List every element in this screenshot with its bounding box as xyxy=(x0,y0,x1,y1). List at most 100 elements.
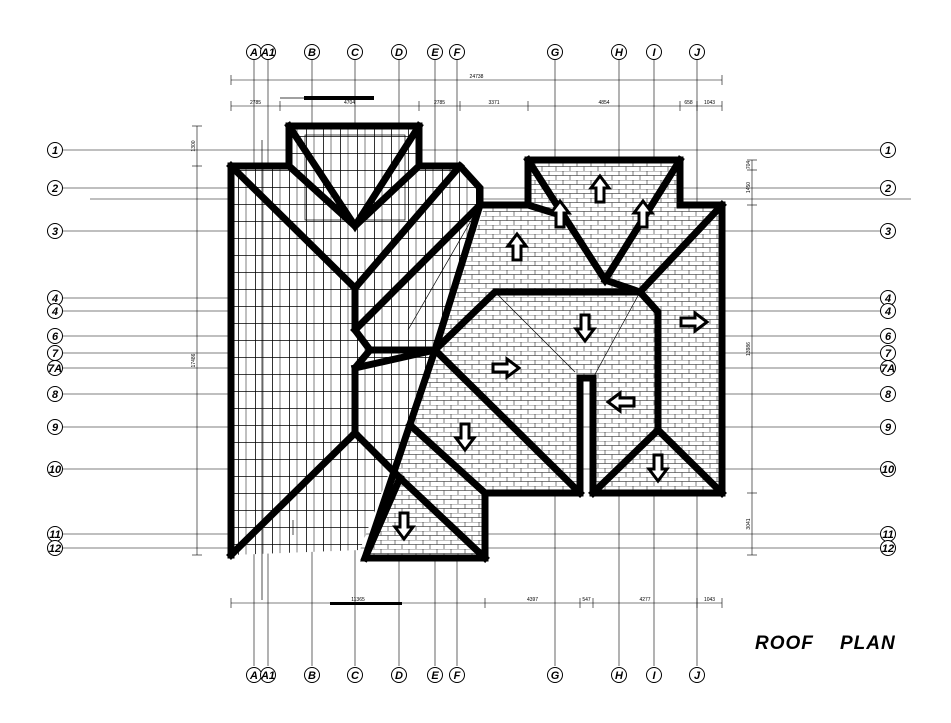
grid-bubble-col-I-top: I xyxy=(646,44,662,60)
grid-label: J xyxy=(694,47,701,59)
dimension-label: 4704 xyxy=(344,100,355,106)
grid-bubble-row-4-right: 4 xyxy=(880,303,896,319)
slope-arrow-down xyxy=(646,453,670,484)
grid-bubble-row-12-right: 12 xyxy=(880,540,896,556)
slope-arrow-right xyxy=(491,356,522,380)
grid-bubble-row-7-left: 7 xyxy=(47,345,63,361)
grid-bubble-row-8-right: 8 xyxy=(880,386,896,402)
grid-label: A xyxy=(249,670,258,682)
grid-label: I xyxy=(652,670,656,682)
grid-label: 11 xyxy=(49,529,60,541)
grid-bubble-col-J-top: J xyxy=(689,44,705,60)
dimension-label: 2785 xyxy=(250,100,261,106)
grid-label: 2 xyxy=(51,183,58,195)
grid-label: F xyxy=(454,670,461,682)
grid-bubble-col-C-bottom: C xyxy=(347,667,363,683)
grid-bubble-row-3-right: 3 xyxy=(880,223,896,239)
grid-label: 3 xyxy=(52,226,58,238)
thin-roof-lines xyxy=(261,134,641,600)
slope-arrow-up xyxy=(505,231,529,262)
grid-bubble-row-11-left: 11 xyxy=(47,526,63,542)
grid-bubble-row-8-left: 8 xyxy=(47,386,63,402)
grid-bubble-col-G-bottom: G xyxy=(547,667,563,683)
grid-bubble-row-1-left: 1 xyxy=(47,142,63,158)
dimension-label: 1043 xyxy=(704,100,715,106)
grid-bubble-col-I-bottom: I xyxy=(646,667,662,683)
grid-label: B xyxy=(308,47,316,59)
dimension-label: 1300 xyxy=(191,140,197,151)
dimension-label: 4854 xyxy=(598,100,609,106)
grid-bubble-col-J-bottom: J xyxy=(689,667,705,683)
grid-bubble-row-9-right: 9 xyxy=(880,419,896,435)
grid-label: 8 xyxy=(52,389,59,401)
grid-bubble-col-B-top: B xyxy=(304,44,320,60)
grid-label: E xyxy=(431,670,439,682)
dimension-label: 17486 xyxy=(191,353,197,367)
grid-label: 4 xyxy=(884,293,891,305)
grid-label: 1 xyxy=(885,145,891,157)
title-roof-word: ROOF xyxy=(755,633,814,654)
grid-bubble-row-3-left: 3 xyxy=(47,223,63,239)
dimension-label: 547 xyxy=(582,597,591,603)
grid-label: 7 xyxy=(52,348,59,360)
grid-label: D xyxy=(395,670,403,682)
grid-label: 4 xyxy=(884,306,891,318)
dimension-label: 1043 xyxy=(704,597,715,603)
grid-bubble-row-7A-left: 7A xyxy=(47,360,63,376)
grid-label: 4 xyxy=(51,293,58,305)
grid-bubble-row-12-left: 12 xyxy=(47,540,63,556)
grid-bubble-col-B-bottom: B xyxy=(304,667,320,683)
grid-label: 9 xyxy=(52,422,59,434)
roof-outline xyxy=(226,121,727,563)
title-plan-word: PLAN xyxy=(840,633,896,654)
scale-bar-top xyxy=(280,96,374,100)
grid-label: 10 xyxy=(882,464,895,476)
grid-label: 8 xyxy=(885,389,892,401)
grid-bubble-row-2-right: 2 xyxy=(880,180,896,196)
grid-bubble-row-9-left: 9 xyxy=(47,419,63,435)
grid-bubble-col-A-top: A xyxy=(246,44,262,60)
grid-label: I xyxy=(652,47,656,59)
grid-bubble-col-E-top: E xyxy=(427,44,443,60)
grid-label: 7A xyxy=(48,363,62,375)
slope-arrow-down xyxy=(453,422,477,453)
grid-bubble-col-H-bottom: H xyxy=(611,667,627,683)
grid-label: D xyxy=(395,47,403,59)
grid-label: H xyxy=(615,47,624,59)
grid-label: E xyxy=(431,47,439,59)
grid-label: A xyxy=(249,47,258,59)
grid-label: G xyxy=(551,670,560,682)
grid-bubble-col-A1-bottom: A1 xyxy=(260,667,276,683)
dimension-label: 3041 xyxy=(746,518,752,529)
slope-arrows xyxy=(392,173,710,542)
dimension-label: 1450 xyxy=(746,182,752,193)
dimension-label: 704 xyxy=(746,161,752,170)
grid-label: 12 xyxy=(882,543,894,555)
grid-label: J xyxy=(694,670,701,682)
grid-bubble-row-11-right: 11 xyxy=(880,526,896,542)
grid-label: 10 xyxy=(49,464,62,476)
grid-bubble-col-A1-top: A1 xyxy=(260,44,276,60)
grid-label: 3 xyxy=(885,226,891,238)
dimension-label: 11365 xyxy=(351,597,365,603)
grid-label: 6 xyxy=(52,331,59,343)
grid-bubble-row-1-right: 1 xyxy=(880,142,896,158)
dimension-label: 13986 xyxy=(746,342,752,356)
grid-label: F xyxy=(454,47,461,59)
grid-bubble-row-6-right: 6 xyxy=(880,328,896,344)
grid-label: H xyxy=(615,670,624,682)
slope-arrow-up xyxy=(588,173,612,204)
grid-bubble-col-F-top: F xyxy=(449,44,465,60)
slope-arrow-right xyxy=(679,310,710,334)
scale-bar-bottom xyxy=(330,602,402,605)
grid-label: A1 xyxy=(260,670,275,682)
grid-bubble-col-C-top: C xyxy=(347,44,363,60)
grid-bubble-col-A-bottom: A xyxy=(246,667,262,683)
grid-bubble-row-6-left: 6 xyxy=(47,328,63,344)
slope-arrow-down xyxy=(392,511,416,542)
grid-bubble-row-7A-right: 7A xyxy=(880,360,896,376)
grid-bubble-col-F-bottom: F xyxy=(449,667,465,683)
grid-label: 1 xyxy=(52,145,58,157)
